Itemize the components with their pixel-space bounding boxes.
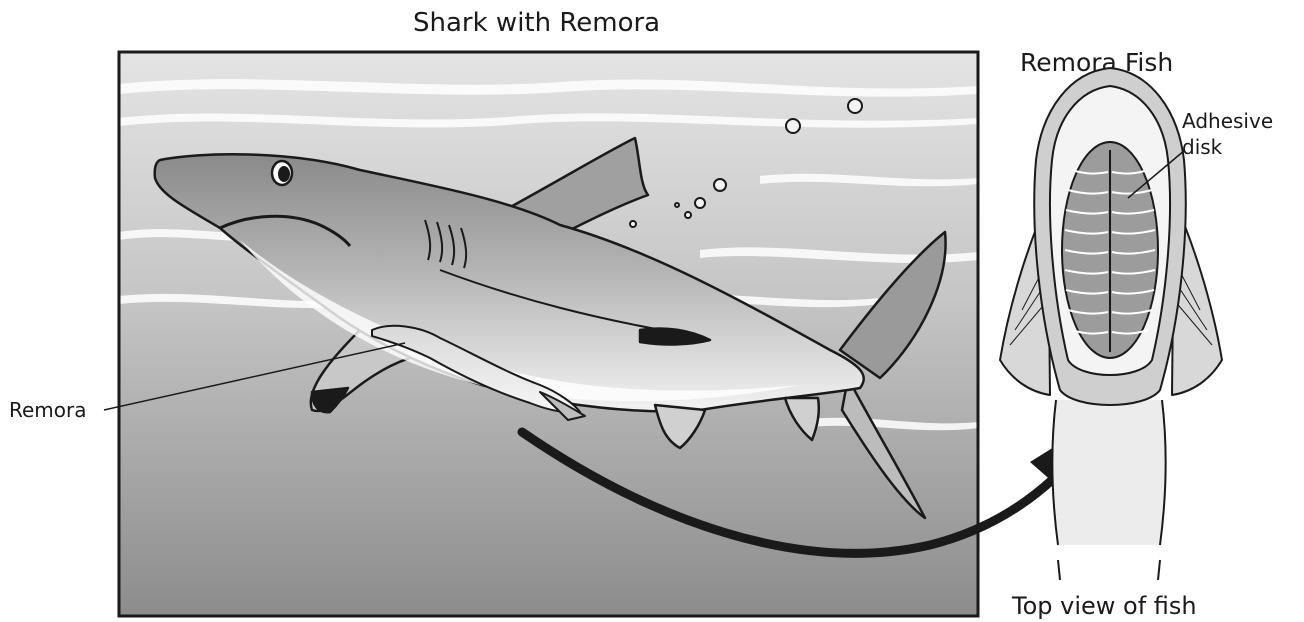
bubble-icon [685,212,691,218]
bubble-icon [630,221,636,227]
remora-body-dash-left [1058,560,1060,580]
remora-lower-body [1052,400,1165,545]
bubble-icon [695,198,705,208]
bubble-icon [786,119,800,133]
bubble-icon [714,179,726,191]
bubble-icon [675,203,679,207]
remora-body-dash-right [1158,560,1160,580]
bubble-icon [848,99,862,113]
shark-eye-pupil [278,166,290,182]
remora-top-view [1000,68,1222,580]
